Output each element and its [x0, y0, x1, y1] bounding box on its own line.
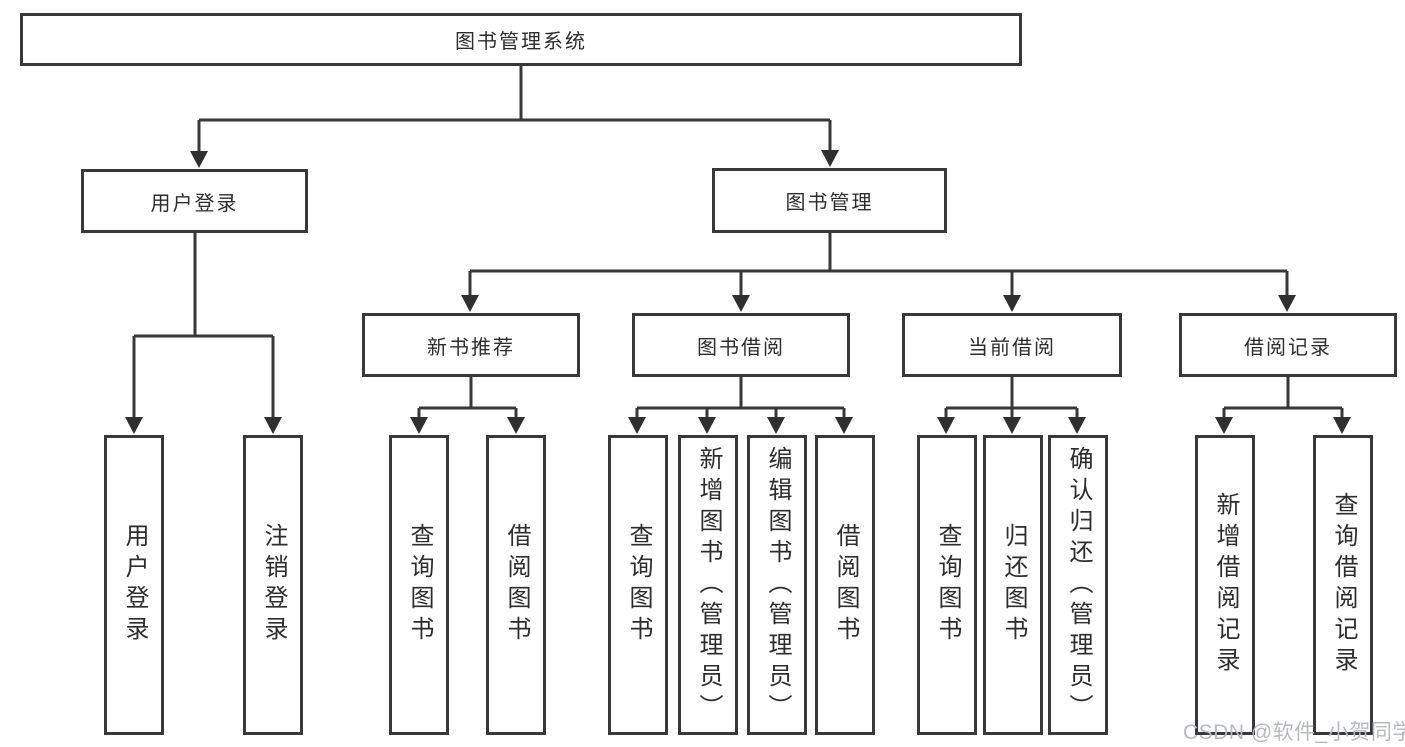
- leaf-label: 查询图书: [934, 523, 961, 647]
- leaf-label: 用户登录: [121, 523, 148, 647]
- leaf-query-books-3: 查询图书: [917, 435, 977, 735]
- leaf-borrow-books-1: 借阅图书: [486, 435, 546, 735]
- leaf-label: 借阅图书: [832, 523, 859, 647]
- leaf-label: 编辑图书（管理员）: [764, 445, 791, 725]
- leaf-query-borrow-record: 查询借阅记录: [1313, 435, 1373, 735]
- node-label: 用户登录: [150, 192, 239, 215]
- node-label: 图书借阅: [697, 336, 785, 359]
- leaf-label: 新增图书（管理员）: [695, 445, 722, 725]
- node-label: 借阅记录: [1244, 336, 1332, 359]
- leaf-label: 确认归还（管理员）: [1065, 445, 1092, 725]
- leaf-label: 查询图书: [625, 523, 652, 647]
- node-label: 图书管理: [785, 192, 874, 214]
- leaf-label: 新增借阅记录: [1212, 492, 1239, 678]
- leaf-borrow-books-2: 借阅图书: [815, 435, 875, 735]
- leaf-return-book: 归还图书: [983, 435, 1043, 735]
- node-root-label: 图书管理系统: [455, 31, 587, 53]
- leaf-user-login: 用户登录: [104, 435, 164, 735]
- node-root: 图书管理系统: [20, 13, 1022, 66]
- leaf-confirm-return-admin: 确认归还（管理员）: [1048, 435, 1108, 735]
- leaf-label: 查询图书: [406, 523, 433, 647]
- leaf-edit-book-admin: 编辑图书（管理员）: [747, 435, 807, 735]
- leaf-label: 注销登录: [260, 523, 287, 647]
- leaf-query-books-1: 查询图书: [389, 435, 449, 735]
- node-borrow-records: 借阅记录: [1179, 313, 1397, 377]
- node-new-book-recommend: 新书推荐: [362, 313, 580, 377]
- node-book-borrow: 图书借阅: [632, 313, 850, 377]
- leaf-logout: 注销登录: [243, 435, 303, 735]
- watermark: CSDN @软件_小贺同学: [1183, 721, 1405, 744]
- leaf-label: 归还图书: [1000, 523, 1027, 647]
- node-label: 新书推荐: [427, 336, 515, 359]
- leaf-label: 借阅图书: [503, 523, 530, 647]
- leaf-add-borrow-record: 新增借阅记录: [1195, 435, 1255, 735]
- leaf-query-books-2: 查询图书: [608, 435, 668, 735]
- node-label: 当前借阅: [968, 336, 1056, 359]
- node-book-management: 图书管理: [712, 168, 947, 233]
- node-current-borrow: 当前借阅: [902, 313, 1122, 377]
- node-user-login: 用户登录: [81, 169, 308, 233]
- leaf-add-book-admin: 新增图书（管理员）: [678, 435, 738, 735]
- leaf-label: 查询借阅记录: [1330, 492, 1357, 678]
